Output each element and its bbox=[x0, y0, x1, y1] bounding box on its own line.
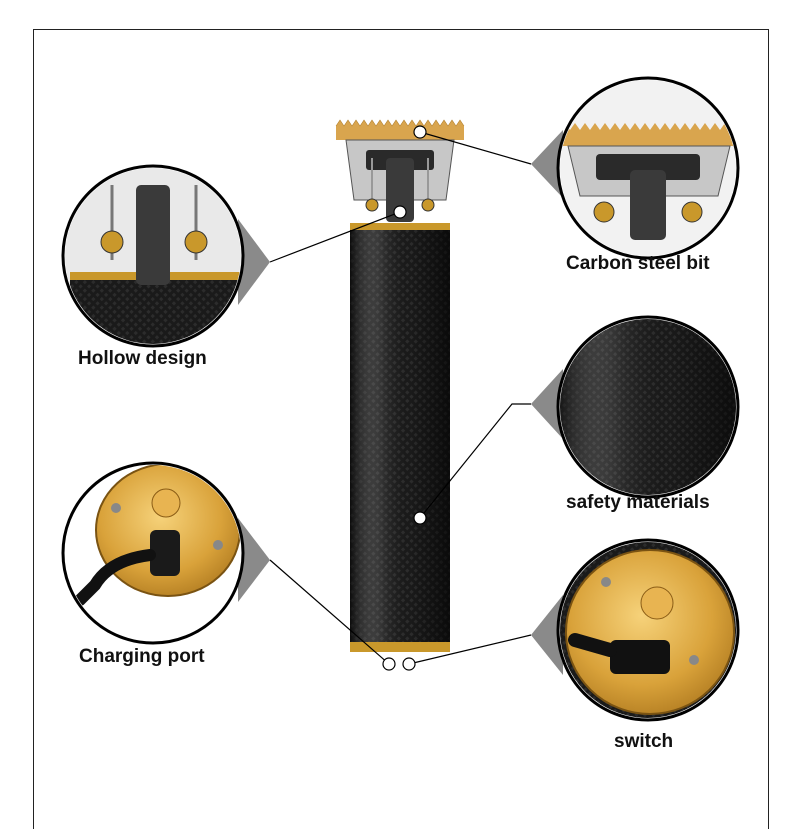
trimmer-illustration bbox=[61, 76, 740, 722]
label-safety-materials: safety materials bbox=[566, 492, 710, 513]
image-frame bbox=[33, 29, 769, 829]
callout-switch bbox=[531, 538, 740, 722]
callout-safety-materials bbox=[531, 315, 740, 499]
callout-charging-port bbox=[61, 461, 270, 645]
callout-hollow-design bbox=[61, 164, 270, 348]
callout-carbon-steel-bit bbox=[531, 76, 740, 260]
label-carbon-steel-bit: Carbon steel bit bbox=[566, 253, 710, 274]
trimmer-body bbox=[350, 223, 450, 652]
label-charging-port: Charging port bbox=[79, 646, 205, 667]
label-switch: switch bbox=[614, 731, 674, 752]
trimmer-blade-head bbox=[335, 119, 465, 222]
label-hollow-design: Hollow design bbox=[78, 348, 207, 369]
